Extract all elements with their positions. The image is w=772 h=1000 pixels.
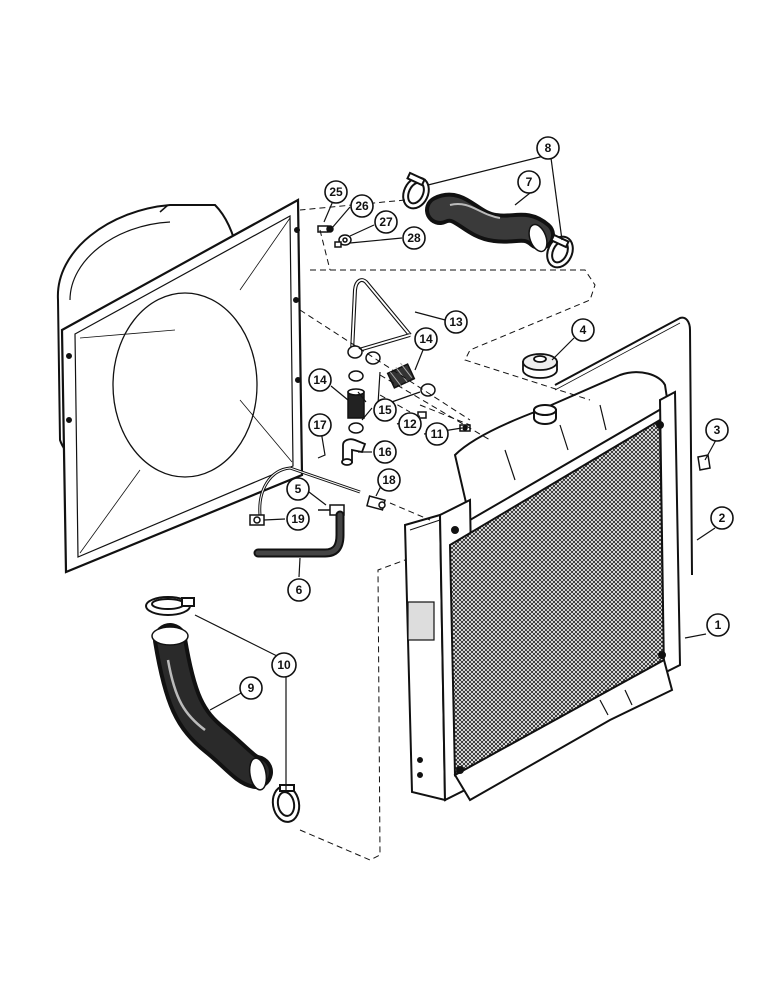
callout-13-label: 13 [449,315,463,329]
callout-12: 12 [398,412,422,436]
callout-16: 16 [373,440,397,464]
callout-10-label: 10 [277,658,291,672]
callout-7: 7 [517,170,541,194]
callout-13: 13 [444,310,468,334]
callout-17: 17 [308,413,332,437]
callout-11-label: 11 [431,427,444,441]
callout-15-label: 15 [378,403,392,417]
lower-hose-clamp-bottom [271,784,301,823]
callout-1-label: 1 [715,618,722,632]
callout-10: 10 [271,652,297,678]
callout-8-label: 8 [545,141,552,155]
callout-7-label: 7 [526,175,533,189]
mounting-hardware [317,225,352,248]
callout-27: 27 [374,210,398,234]
callout-17-label: 17 [313,418,327,432]
callout-2-label: 2 [719,511,726,525]
hose-adapter [366,495,386,511]
drain-hose [253,510,345,558]
callout-15: 15 [373,398,397,422]
callout-11: 11 [425,422,449,446]
callout-14-lower-label: 14 [313,373,327,387]
callout-19-label: 19 [291,512,305,526]
callout-5-label: 5 [295,482,302,496]
callout-14-upper: 14 [414,327,438,351]
callout-3: 3 [705,418,729,442]
callout-28-label: 28 [407,231,421,245]
callout-27-label: 27 [379,215,393,229]
coolant-pipe-bracket [350,278,412,354]
callout-25-label: 25 [329,185,343,199]
tube-elbow-fitting [249,514,265,526]
callout-19: 19 [286,507,310,531]
upper-hose [425,192,555,253]
lower-hose [151,623,273,791]
callout-4-label: 4 [580,323,587,337]
callout-12-label: 12 [403,417,417,431]
callout-18: 18 [377,468,401,492]
vent-tube [258,466,361,516]
callout-3-label: 3 [714,423,721,437]
fan-shroud [56,198,304,574]
callout-6: 6 [287,578,311,602]
callout-9: 9 [239,676,263,700]
radiator [403,371,682,802]
callout-6-label: 6 [296,583,303,597]
bypass-hose-lower [347,388,365,419]
callout-2: 2 [710,506,734,530]
overflow-tube [554,316,693,576]
callout-1: 1 [706,613,730,637]
elbow-fitting [341,438,367,466]
callout-9-label: 9 [248,681,255,695]
radiator-cap [522,353,558,379]
upper-hose-clamp-top [402,171,430,210]
callout-4: 4 [571,318,595,342]
callout-25: 25 [324,180,348,204]
callout-14-lower: 14 [308,368,332,392]
callout-26: 26 [350,194,374,218]
tube-clip [697,454,711,471]
bypass-hose-upper [386,362,416,389]
callout-16-label: 16 [378,445,392,459]
callout-8: 8 [536,136,560,160]
lower-hose-clamp-top [145,596,195,616]
upper-hose-clamp-bottom [546,233,574,269]
callout-26-label: 26 [355,199,369,213]
callout-28: 28 [402,226,426,250]
callouts: 1 2 3 4 5 6 7 8 9 10 11 12 13 14 14 15 1… [239,136,734,700]
callout-14-upper-label: 14 [419,332,433,346]
callout-5: 5 [286,477,310,501]
callout-18-label: 18 [382,473,396,487]
